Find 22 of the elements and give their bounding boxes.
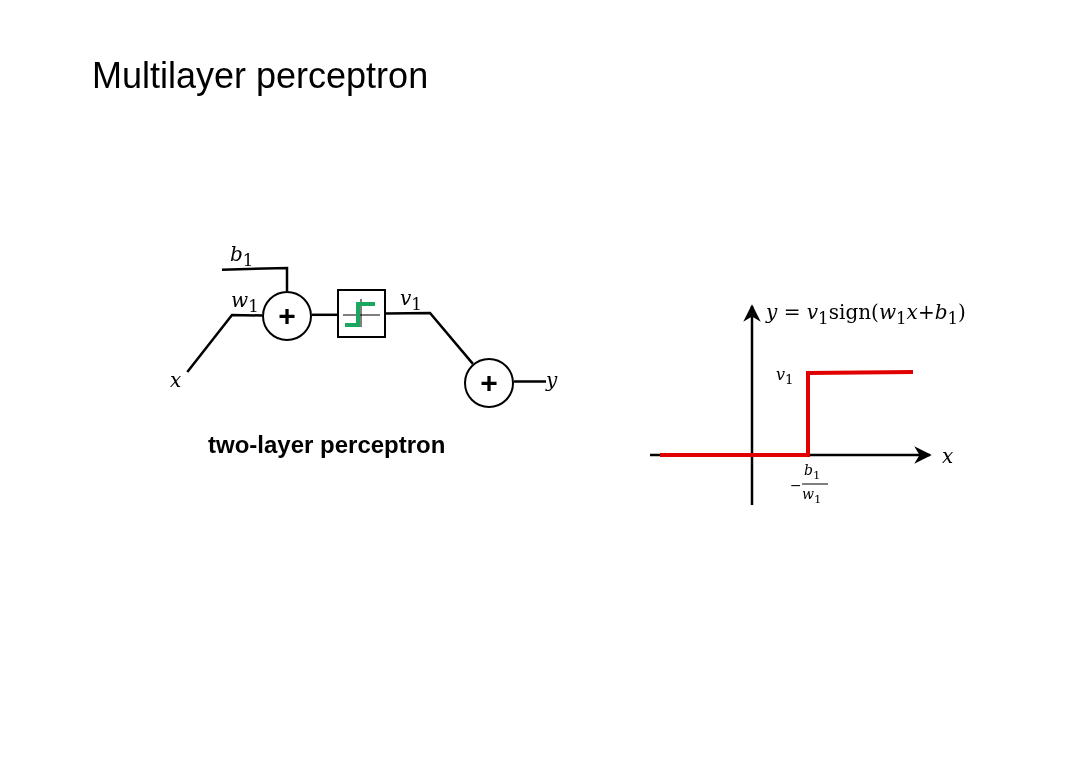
fraction-numerator: b$_{1}$ [804, 463, 821, 482]
connector-line [221, 266, 289, 291]
minus-sign: − [790, 478, 802, 492]
edge-label: w$_{1}$ [231, 290, 259, 316]
caption: two-layer perceptron [208, 433, 446, 457]
summing-junction [262, 291, 312, 341]
connector-line [186, 313, 263, 373]
summing-junction [464, 358, 514, 408]
connector-line [312, 313, 337, 317]
connector-line [386, 311, 474, 365]
formula: y = v$_{1}$sign(w$_{1}$x+b$_{1}$) [766, 302, 966, 328]
axis-label: v$_{1}$ [776, 367, 794, 387]
edge-label: v$_{1}$ [400, 288, 422, 314]
fraction-denominator: w$_{1}$ [802, 487, 822, 506]
connector-line [514, 380, 546, 383]
variable-label: x [170, 370, 182, 390]
variable-label: y [546, 370, 558, 390]
slide-title: Multilayer perceptron [92, 58, 429, 94]
variable-label: b$_{1}$ [230, 244, 254, 270]
plus-sign: + [278, 301, 296, 331]
axis-label: x [942, 446, 954, 466]
plus-sign: + [480, 368, 498, 398]
